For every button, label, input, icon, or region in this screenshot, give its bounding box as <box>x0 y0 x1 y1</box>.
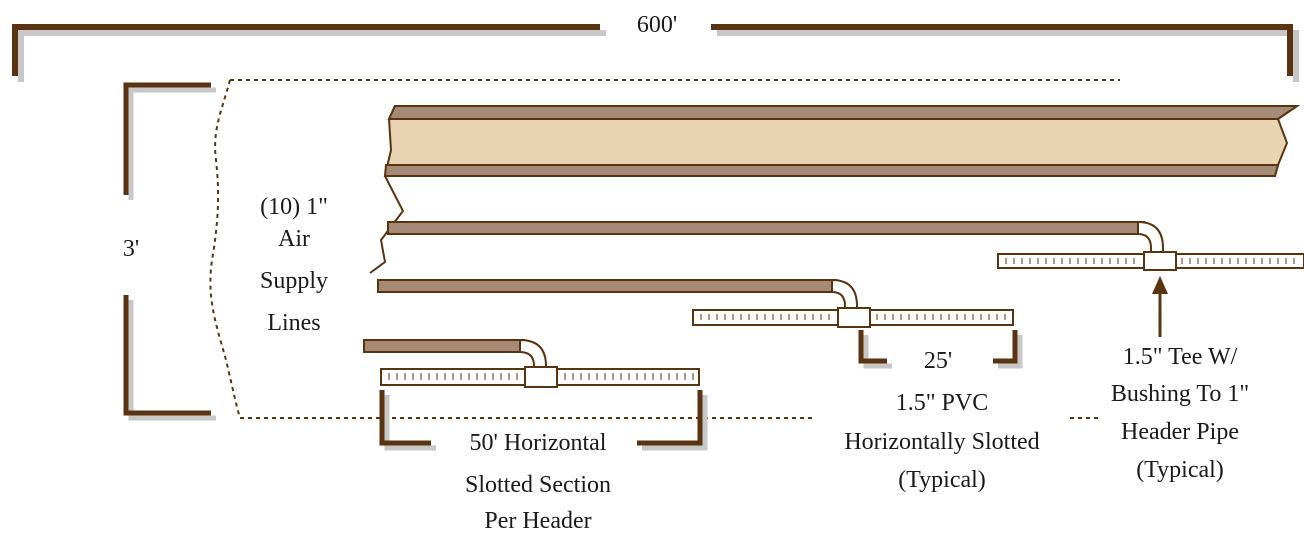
supply-lines-line-1: (10) 1" <box>260 194 328 220</box>
pvc-note-line-3: (Typical) <box>898 467 986 493</box>
tee-note-line-4: (Typical) <box>1136 457 1224 483</box>
supply-lines-line-4: Lines <box>267 310 320 336</box>
length-dimension-bracket <box>12 24 1299 82</box>
header-pipe-3 <box>363 338 700 388</box>
supply-lines-line-2: Air <box>278 226 310 252</box>
slots <box>700 314 1006 320</box>
pvc-note-label: 1.5" PVC Horizontally Slotted (Typical) <box>844 390 1039 493</box>
height-label: 3' <box>123 236 139 262</box>
slots <box>388 373 694 380</box>
horizontal-section-line-1: 50' Horizontal <box>470 430 607 456</box>
dotted-boundary <box>209 79 1120 419</box>
supply-lines-line-3: Supply <box>260 268 328 294</box>
header-pipe-2 <box>377 278 1014 328</box>
header-pipe-1 <box>387 220 1304 271</box>
tee-pointer-arrow <box>1152 276 1168 337</box>
tee-note-line-2: Bushing To 1" <box>1111 381 1249 407</box>
pvc-note-line-2: Horizontally Slotted <box>844 429 1039 455</box>
supply-lines-label: (10) 1" Air Supply Lines <box>260 194 328 336</box>
horizontal-section-line-2: Slotted Section <box>465 472 611 498</box>
tee-note-line-1: 1.5" Tee W/ <box>1123 344 1238 370</box>
section-dimension-bracket <box>858 330 1023 369</box>
height-dimension-bracket <box>123 82 216 421</box>
main-supply-pipe <box>369 105 1301 274</box>
slots <box>1005 258 1295 264</box>
horizontal-section-line-3: Per Header <box>484 508 591 534</box>
tee-note-line-3: Header Pipe <box>1121 419 1239 445</box>
section-length-label: 25' <box>924 348 952 374</box>
tee-note-label: 1.5" Tee W/ Bushing To 1" Header Pipe (T… <box>1111 344 1249 483</box>
horizontal-section-bracket <box>379 390 708 451</box>
total-length-label: 600' <box>637 12 677 38</box>
horizontal-section-label: 50' Horizontal Slotted Section Per Heade… <box>465 430 611 534</box>
pvc-note-line-1: 1.5" PVC <box>896 390 988 416</box>
